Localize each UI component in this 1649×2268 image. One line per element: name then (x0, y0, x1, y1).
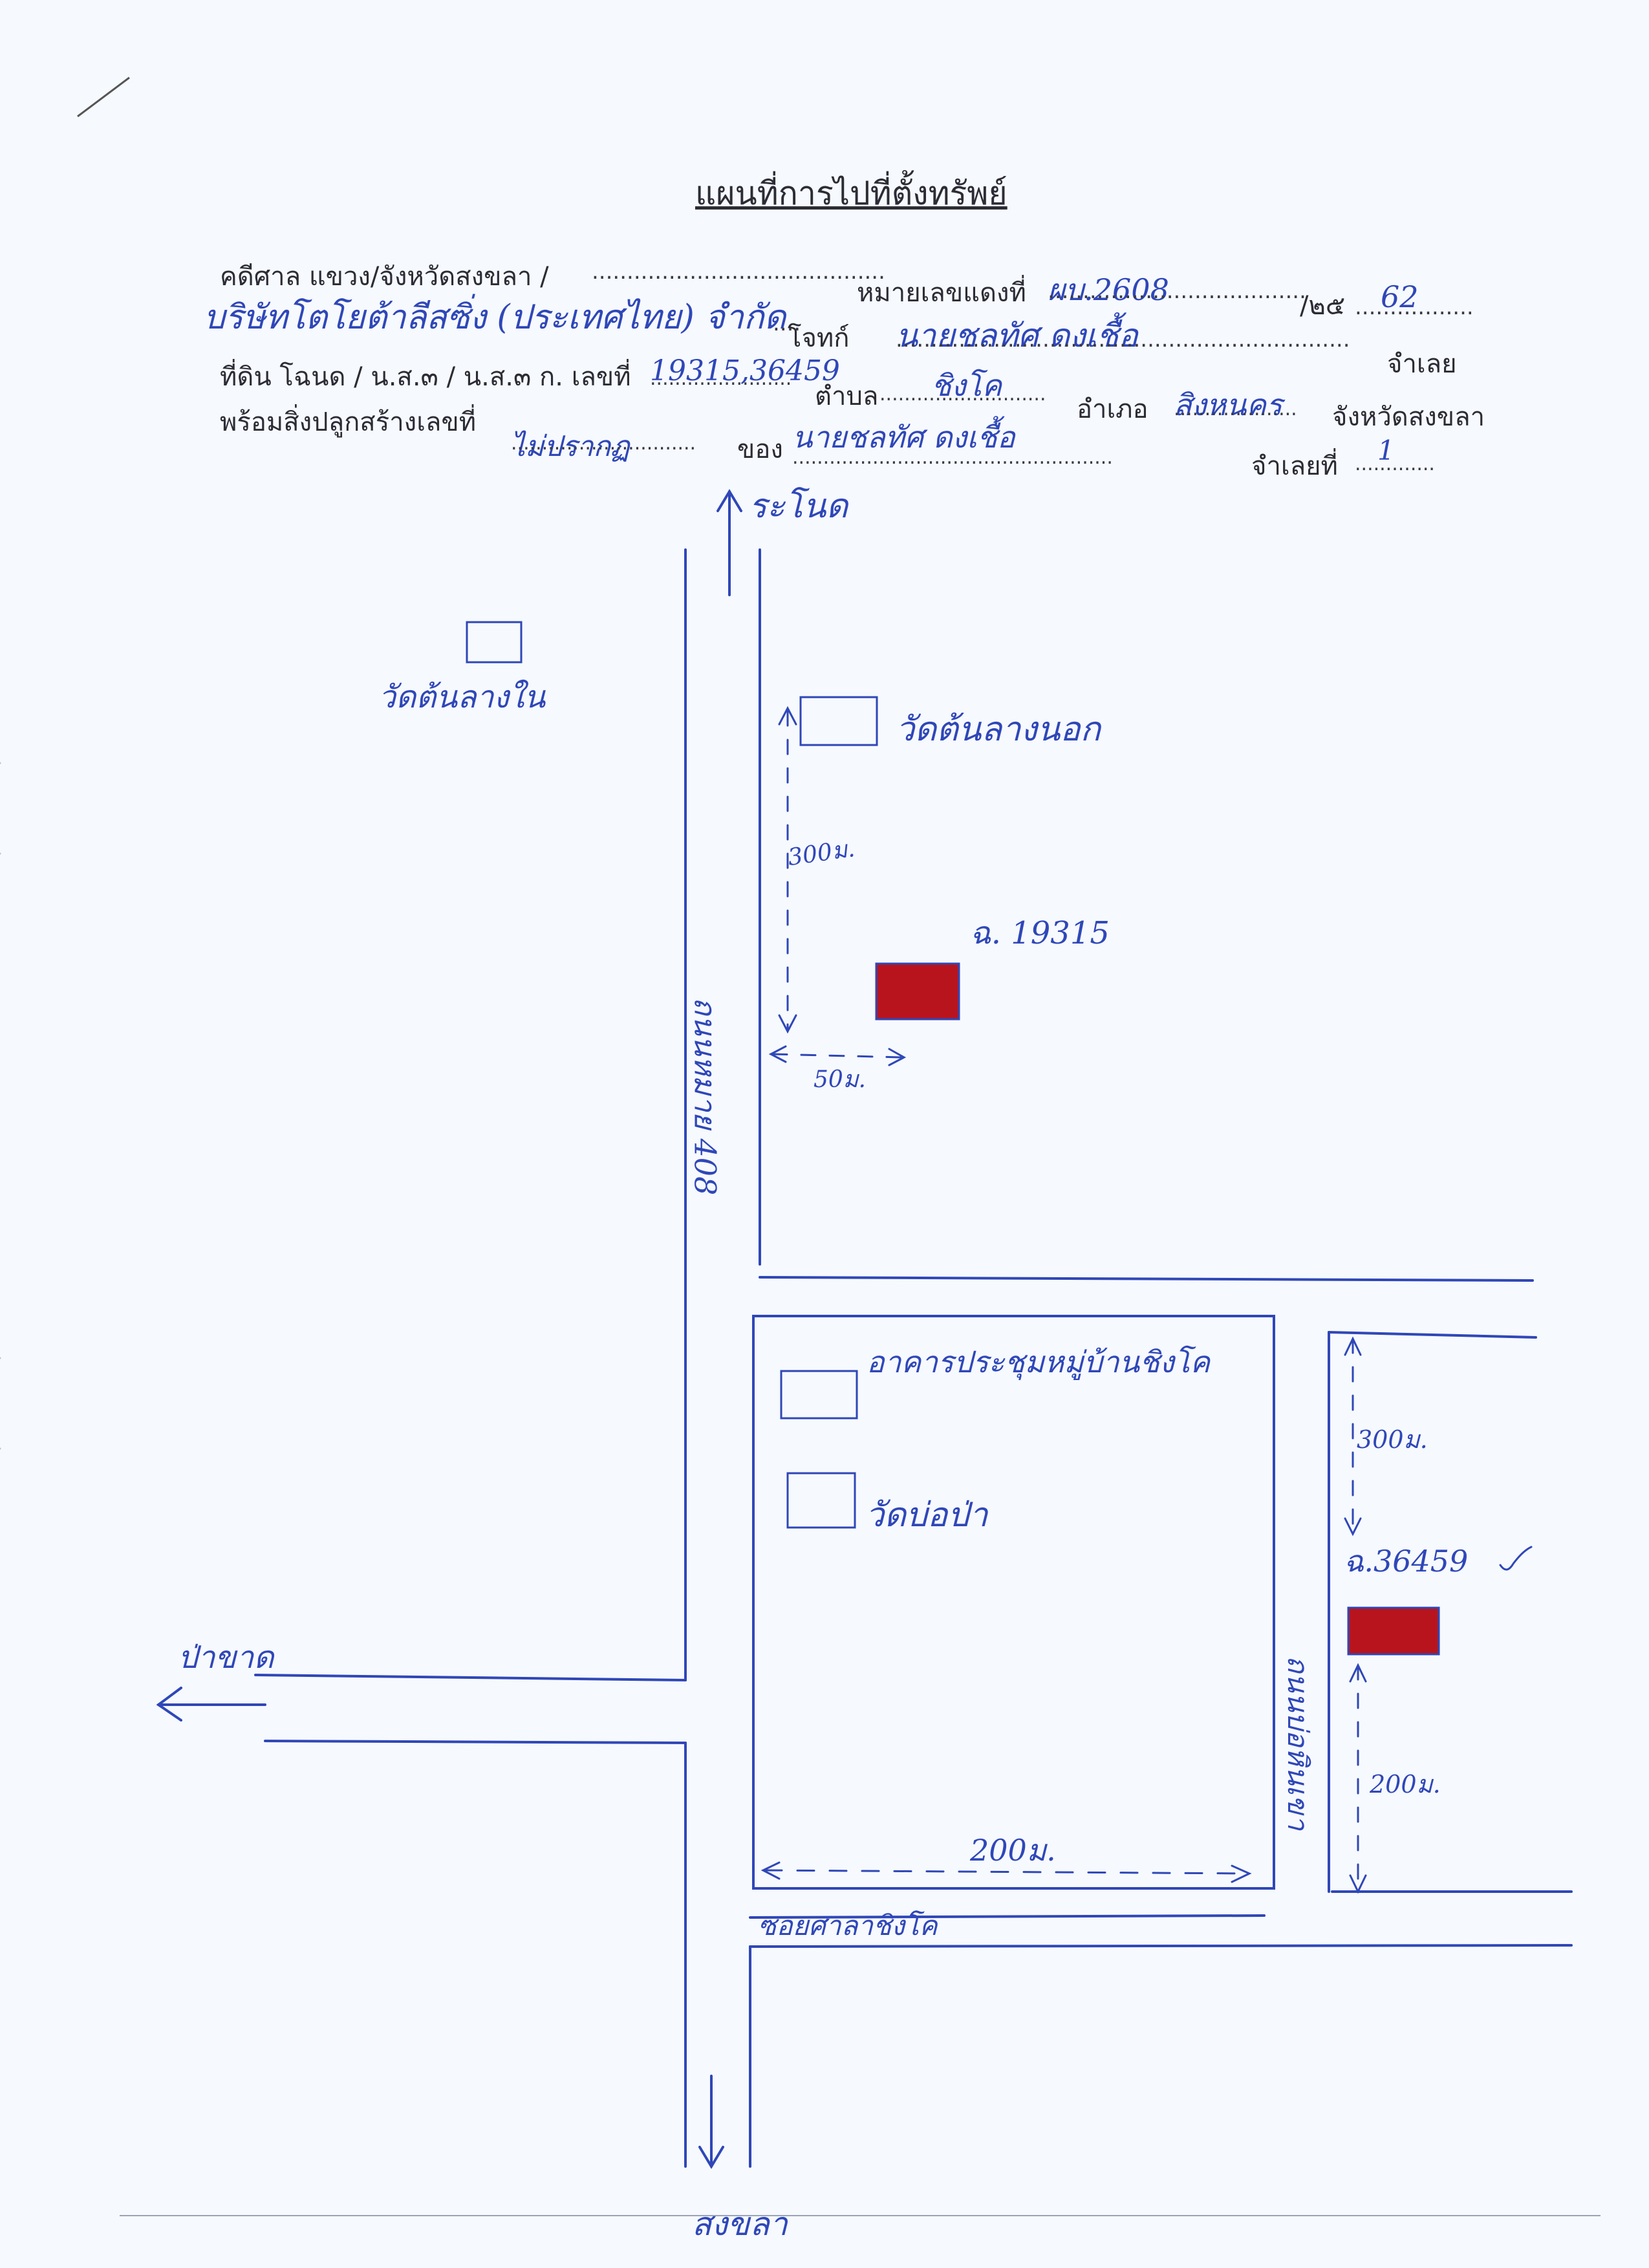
dots: ........................................… (896, 327, 1350, 352)
highway-label: ถนนหมาย 408 (687, 997, 723, 1196)
province-label: จังหวัดสงขลา (1332, 402, 1485, 432)
check-mark (1499, 1546, 1533, 1571)
dots: .................... (1174, 398, 1297, 420)
wat-ton-luang-nai-label: วัดต้นลางใน (378, 679, 546, 715)
soi-label: ซอยศาลาชิงโค (758, 1910, 938, 1941)
right-road-top (1328, 1331, 1537, 1339)
dots: ....................... (650, 367, 792, 390)
distance-300m-right-label: 300ม. (1357, 1425, 1428, 1454)
building-label: พร้อมสิ่งปลูกสร้างเลขที่ (220, 407, 477, 437)
owner-value: นายชลทัศ ดงเชื้อ (792, 420, 1015, 455)
distance-50m-label: 50ม. (814, 1066, 866, 1093)
parcel-36459 (1347, 1606, 1440, 1656)
wat-ton-luang-nai-box (466, 621, 523, 664)
dots: .... (773, 310, 801, 336)
soi-bottom-edge (749, 1944, 1573, 1948)
defendant-label: จำเลย (1387, 349, 1457, 379)
dots: ............. (1355, 453, 1435, 475)
wat-ton-luang-nok-label: วัดต้นลางนอก (896, 710, 1101, 749)
crossroad-top-edge (759, 1276, 1534, 1282)
north-arrow-head (717, 489, 742, 512)
defendant-no-label: จำเลยที่ (1251, 451, 1338, 481)
dimension-50m (771, 1053, 903, 1059)
west-road-bottom (264, 1740, 687, 1744)
tambon-label: ตำบล (815, 382, 879, 411)
owner-label: ของ (737, 435, 783, 464)
meeting-hall-box (780, 1370, 858, 1420)
soi-top-edge (749, 1914, 1266, 1919)
year-sep: /๒๕ (1300, 291, 1346, 321)
north-label: ระโนด (749, 487, 848, 526)
dimension-200m-bottom (764, 1869, 1249, 1875)
land-numbers: 19315,36459 (650, 354, 840, 387)
land-label: ที่ดิน โฉนด / น.ส.๓ / น.ส.๓ ก. เลขที่ (220, 362, 631, 392)
dots: ........................................… (792, 446, 1113, 469)
parcel-19315-label: ฉ. 19315 (970, 915, 1110, 951)
building-value: ไม่ปรากฏ (511, 430, 630, 463)
west-arrow-head (156, 1687, 182, 1722)
document-title: แผนที่การไปที่ตั้งทรัพย์ (695, 175, 1008, 212)
wat-ton-luang-nok-box (799, 696, 878, 746)
west-road-top (254, 1674, 687, 1681)
staple-mark (77, 76, 130, 118)
right-road-label: ถนนบ่อหินเขา (1281, 1655, 1314, 1831)
company-name: บริษัทโตโยต้าลีสซิ่ง (ประเทศไทย) จำกัด (204, 298, 786, 337)
distance-200m-right-label: 200ม. (1370, 1770, 1441, 1798)
year-value: 62 (1381, 279, 1419, 314)
meeting-hall-label: อาคารประชุมหมู่บ้านชิงโค (867, 1345, 1211, 1379)
parcel-19315 (875, 962, 960, 1021)
red-case-value: ผบ.2608 (1048, 272, 1169, 307)
wat-bo-pa-label: วัดบ่อป่า (865, 1496, 988, 1535)
parcel-36459-label: ฉ.36459 (1344, 1544, 1469, 1579)
amphoe-label: อำเภอ (1077, 394, 1148, 424)
dots: ........................................… (592, 259, 885, 285)
court-label: คดีศาล แขวง/จังหวัดสงขลา / (220, 262, 549, 292)
dots: ........................... (879, 383, 1046, 405)
defendant-no-value: 1 (1377, 435, 1395, 466)
west-label: ป่าขาด (178, 1639, 274, 1676)
distance-200m-label: 200ม. (970, 1833, 1056, 1868)
south-arrow-head (698, 2146, 724, 2169)
plaintiff-label: โจทก์ (788, 323, 850, 353)
defendant-name: นายชลทัศ ดงเชื้อ (896, 317, 1138, 354)
tambon-value: ชิงโค (931, 368, 1002, 403)
dots: ................. (1355, 294, 1474, 320)
red-case-label: หมายเลขแดงที่ (857, 278, 1026, 308)
south-label: สงขลา (692, 2205, 788, 2243)
amphoe-value: สิงหนคร (1174, 387, 1282, 422)
bottom-rule (120, 2215, 1600, 2216)
wat-bo-pa-box (786, 1472, 856, 1529)
village-block (752, 1315, 1275, 1890)
dots: .............................. (511, 432, 696, 455)
dots: ..................................... (1048, 278, 1306, 304)
